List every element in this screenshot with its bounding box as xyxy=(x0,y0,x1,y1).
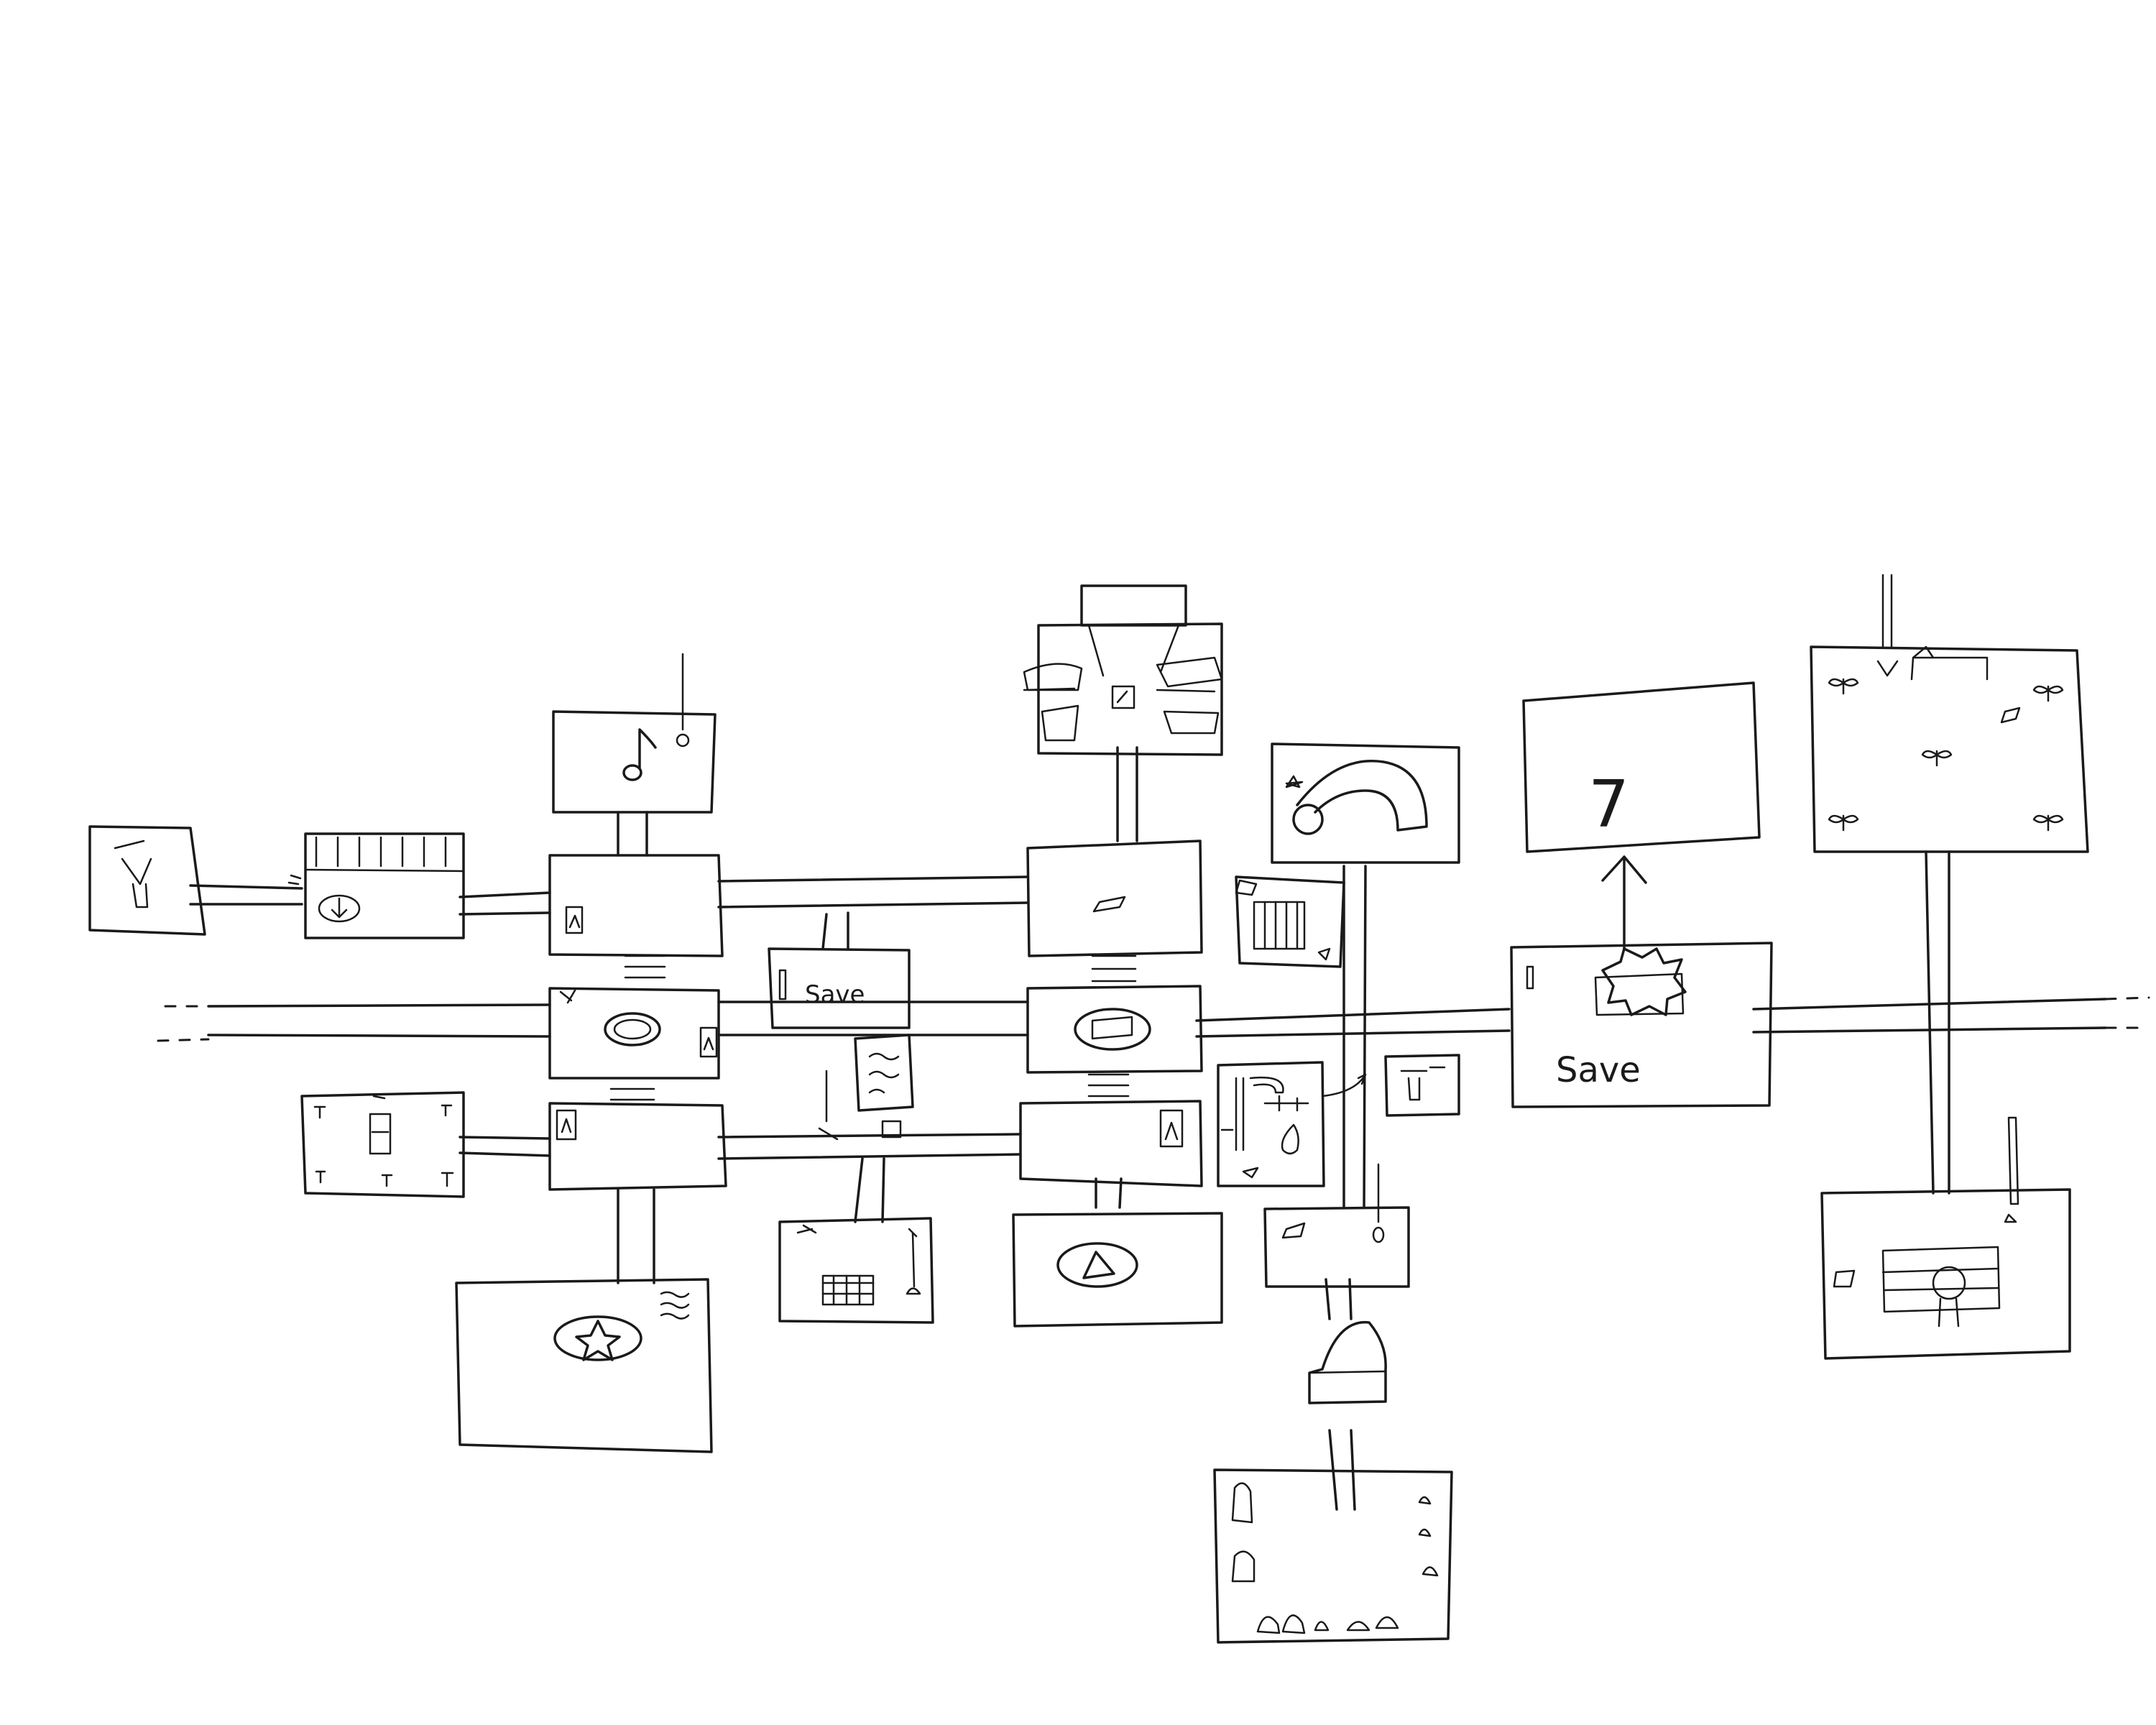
room-stools xyxy=(300,1091,465,1198)
down-arrow-icon xyxy=(331,897,348,919)
room-tower-right xyxy=(1019,840,1203,1187)
room-seven: 7 xyxy=(1522,681,1761,950)
room-tower-left xyxy=(548,854,727,1191)
room-triangle xyxy=(1012,1212,1223,1328)
room-waves xyxy=(818,1034,914,1141)
room-small-candle xyxy=(1384,1054,1460,1117)
room-save-right: Save xyxy=(1510,942,1773,1108)
room-fan xyxy=(1023,584,1223,756)
room-pin xyxy=(1263,1163,1410,1288)
lower-corridor xyxy=(459,1133,1022,1160)
room-rope-trap xyxy=(1820,1116,2071,1360)
triangle-icon xyxy=(1082,1251,1115,1279)
room-music-note xyxy=(552,653,717,814)
upper-corridor xyxy=(189,875,1029,916)
drop-icon xyxy=(1281,1123,1299,1155)
room-star xyxy=(455,1278,713,1453)
room-arc xyxy=(1271,742,1460,864)
number-seven-label: 7 xyxy=(1588,767,1629,842)
room-drop xyxy=(1217,1061,1367,1187)
save-label-center: Save xyxy=(805,980,865,1009)
music-note-icon xyxy=(638,728,657,769)
room-arches xyxy=(1213,1468,1453,1644)
room-save-center: Save xyxy=(768,947,911,1029)
up-arrow-icon xyxy=(1601,855,1647,950)
main-corridor xyxy=(157,996,2150,1042)
room-abacus xyxy=(778,1217,934,1324)
room-bell xyxy=(1308,1320,1387,1404)
room-barrel xyxy=(1235,875,1345,968)
burst-icon xyxy=(1601,947,1687,1016)
room-far-left xyxy=(88,825,206,936)
room-sprouts xyxy=(1810,574,2089,853)
save-label-right: Save xyxy=(1556,1050,1641,1090)
sprout-icons xyxy=(1828,678,2064,832)
star-icon xyxy=(575,1320,621,1361)
room-down-arrow xyxy=(287,832,465,939)
